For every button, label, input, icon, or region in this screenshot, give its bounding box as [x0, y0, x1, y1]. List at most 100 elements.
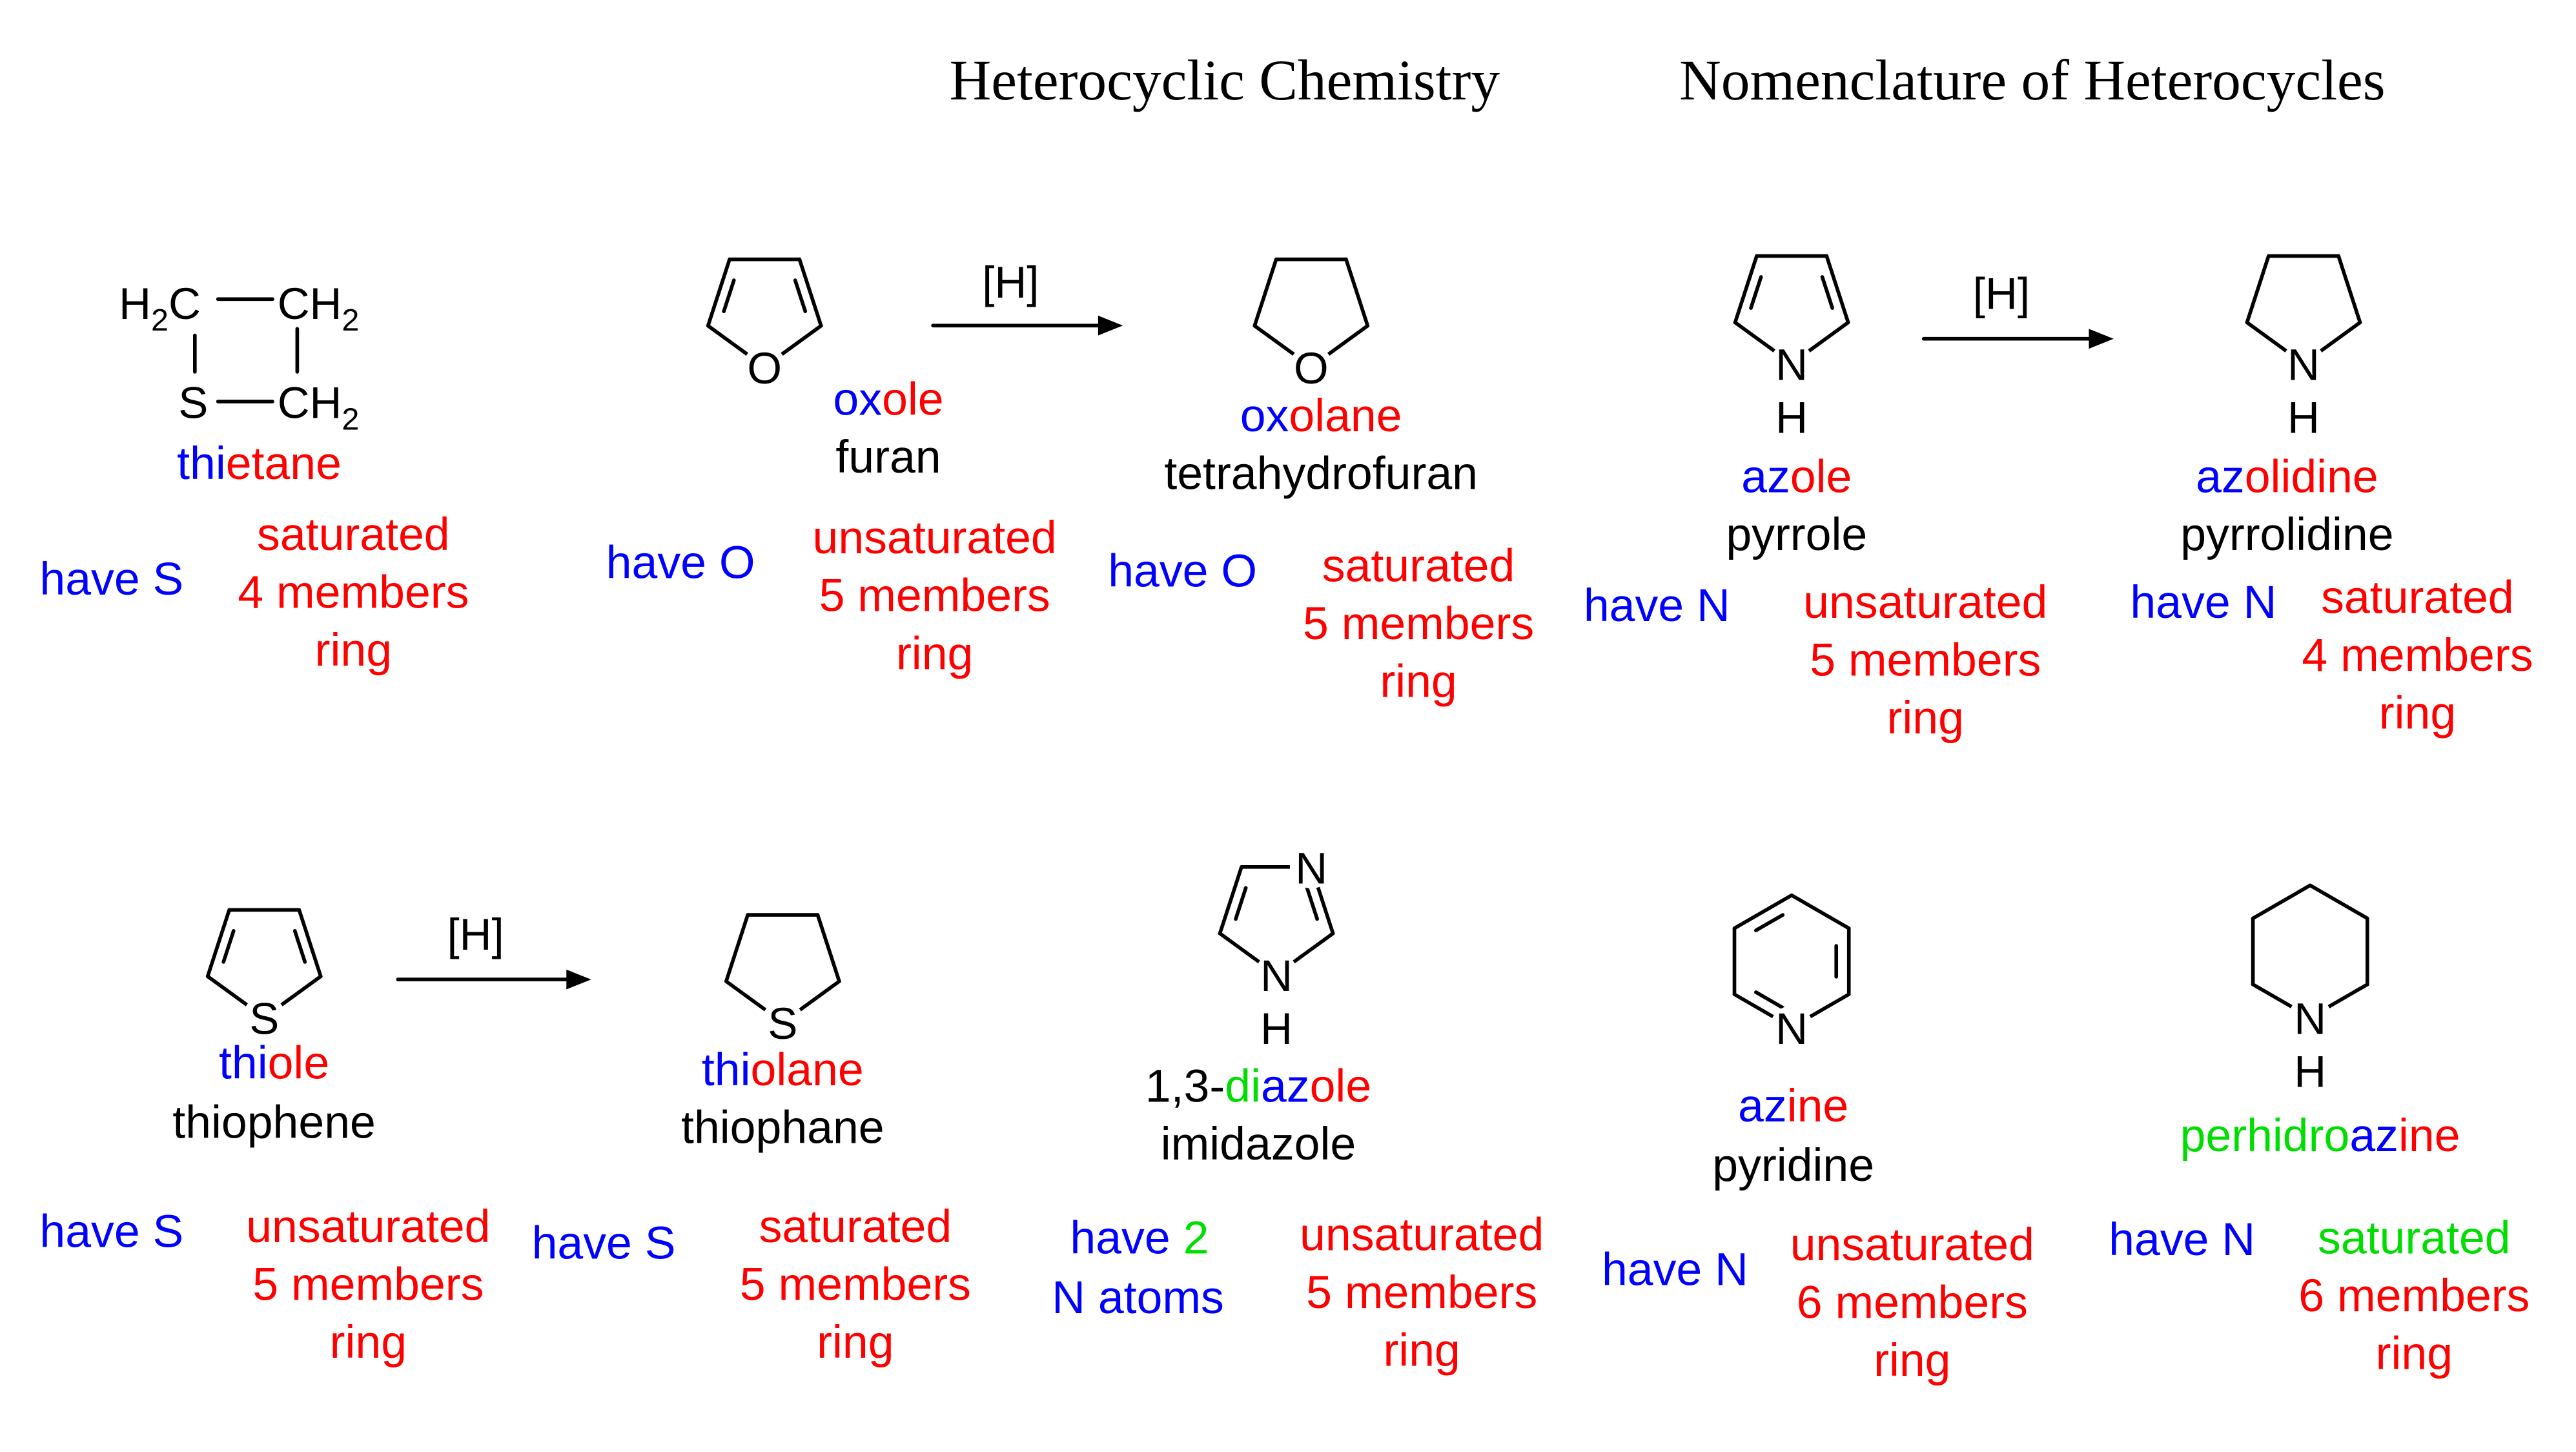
furan-ring-structure: O: [706, 257, 823, 393]
ring-descriptor: saturated: [257, 509, 450, 560]
heteroatom-note: have S: [39, 553, 183, 605]
atom-text: CH2: [278, 278, 360, 338]
heteroatom-note: have O: [1108, 545, 1257, 597]
note-part: have S: [532, 1217, 676, 1269]
name-part: az: [2349, 1110, 2398, 1161]
title-heterocyclic-chemistry: Heterocyclic Chemistry: [950, 48, 1500, 112]
reaction-arrow-thiophene: [H]: [396, 909, 591, 990]
heteroatom-note: N atoms: [1052, 1272, 1224, 1324]
ring-descriptor: saturated: [759, 1201, 952, 1253]
heteroatom-note: have N: [1584, 580, 1730, 631]
hydrogen-label: H: [2287, 393, 2320, 443]
name-part: ine: [2398, 1110, 2460, 1161]
reaction-label: [H]: [1973, 269, 2030, 319]
note-part: have N: [2109, 1214, 2255, 1265]
name-part: az: [1261, 1060, 1310, 1112]
heteroatom-note: have N: [2109, 1214, 2255, 1265]
name-part: olane: [751, 1044, 864, 1096]
ring-descriptor: ring: [896, 628, 973, 679]
ring-descriptor: 5 members: [1306, 1267, 1537, 1318]
ring-descriptor: saturated: [2321, 571, 2514, 623]
heteroatom-note: have N: [1602, 1243, 1748, 1295]
ring-descriptor: saturated: [1322, 540, 1515, 592]
hetero-atom-label: N: [1295, 843, 1327, 893]
name-part: ox: [1240, 390, 1289, 442]
atom-label-h2c: H2C: [119, 278, 201, 338]
atom-label-s: S: [178, 377, 208, 427]
note-part: have S: [39, 1205, 183, 1257]
name-part: 1,3-: [1145, 1060, 1225, 1112]
common-name: pyrrole: [1726, 509, 1867, 560]
name-part: thi: [177, 438, 226, 489]
ring-descriptor: ring: [1887, 692, 1964, 744]
reaction-arrow-pyrrole: [H]: [1921, 269, 2114, 349]
systematic-name: 1,3-diazole: [1145, 1060, 1371, 1112]
pyridine-ring-structure: N: [1732, 893, 1851, 1054]
note-part: have N: [1584, 580, 1730, 631]
name-part: olidine: [2245, 451, 2378, 503]
thiophane-ring-structure: S: [724, 913, 841, 1048]
atom-label-ch2-top: CH2: [278, 278, 360, 338]
ring-descriptor: 4 members: [238, 567, 469, 619]
hetero-atom-label: S: [768, 998, 797, 1048]
reaction-label: [H]: [447, 909, 504, 959]
note-part: N atoms: [1052, 1272, 1224, 1324]
common-name: imidazole: [1161, 1118, 1356, 1170]
systematic-name: thietane: [177, 438, 342, 489]
systematic-name: azole: [1741, 451, 1852, 503]
piperidine-ring-structure: NH: [2251, 883, 2369, 1096]
hetero-atom-label: O: [1294, 343, 1329, 393]
ring-descriptor: ring: [2376, 1328, 2453, 1380]
common-name: furan: [835, 431, 941, 483]
tetrahydrofuran-ring-structure: O: [1252, 257, 1370, 393]
note-part: have N: [2130, 577, 2276, 628]
ring-descriptor: 5 members: [740, 1258, 971, 1310]
ring-descriptor: 6 members: [1797, 1276, 2028, 1328]
atom-label-ch2-bottom: CH2: [278, 377, 360, 436]
ring-descriptor: unsaturated: [246, 1201, 490, 1253]
ring-descriptor: 5 members: [1303, 598, 1534, 649]
name-part: ine: [1787, 1080, 1849, 1132]
pyrrole-ring-structure: NH: [1733, 254, 1850, 443]
ring-descriptor: ring: [2379, 687, 2456, 739]
ring-descriptor: 5 members: [819, 570, 1050, 622]
heteroatom-note: have 2: [1070, 1212, 1209, 1264]
systematic-name: azine: [1738, 1080, 1848, 1132]
note-part: have O: [1108, 545, 1257, 597]
thietane-structure: H2C CH2 S CH2: [119, 278, 359, 436]
common-name: tetrahydrofuran: [1164, 447, 1478, 499]
title-nomenclature: Nomenclature of Heterocycles: [1679, 48, 2385, 112]
ring-descriptor: unsaturated: [1300, 1209, 1544, 1261]
systematic-name: azolidine: [2196, 451, 2378, 503]
common-name: thiophene: [172, 1097, 376, 1149]
atom-text: S: [178, 377, 208, 427]
hetero-atom-label: O: [747, 343, 782, 393]
hetero-atom-label: S: [249, 994, 279, 1044]
ring-descriptor: ring: [1383, 1325, 1460, 1376]
reaction-arrow-furan: [H]: [931, 257, 1123, 336]
hetero-atom-label: N: [1260, 950, 1293, 1001]
note-part: have N: [1602, 1243, 1748, 1295]
atom-text: H2C: [119, 278, 201, 338]
note-part: have: [1070, 1212, 1183, 1264]
heteroatom-note: have N: [2130, 577, 2276, 628]
note-part: have S: [39, 553, 183, 605]
imidazole-ring-structure: NHN: [1218, 843, 1335, 1054]
name-part: az: [1741, 451, 1790, 503]
name-part: di: [1225, 1060, 1261, 1112]
name-part: ole: [1790, 451, 1852, 503]
systematic-name: oxolane: [1240, 390, 1402, 442]
systematic-name: thiole: [219, 1038, 329, 1089]
note-part: 2: [1183, 1212, 1209, 1264]
name-part: thi: [702, 1044, 751, 1096]
name-part: ole: [882, 373, 944, 425]
ring-descriptor: saturated: [2318, 1212, 2511, 1264]
ring-descriptor: 4 members: [2302, 629, 2533, 681]
